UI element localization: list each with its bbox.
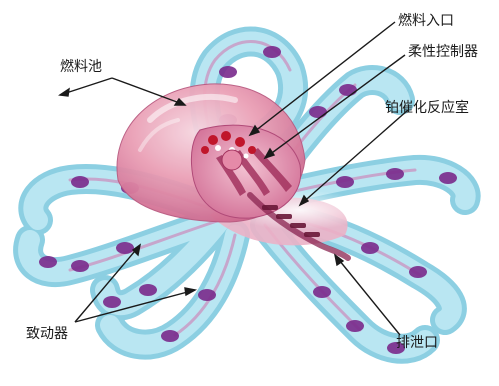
actuators-label: 致动器: [26, 327, 68, 341]
soft-controller-label: 柔性控制器: [408, 45, 478, 59]
fuel-inlet-label: 燃料入口: [398, 14, 454, 28]
fuel-tank-label: 燃料池: [60, 60, 102, 74]
platinum-reaction-chamber-label: 铂催化反应室: [385, 101, 469, 115]
exhaust-vent-label: 排泄口: [396, 336, 438, 350]
